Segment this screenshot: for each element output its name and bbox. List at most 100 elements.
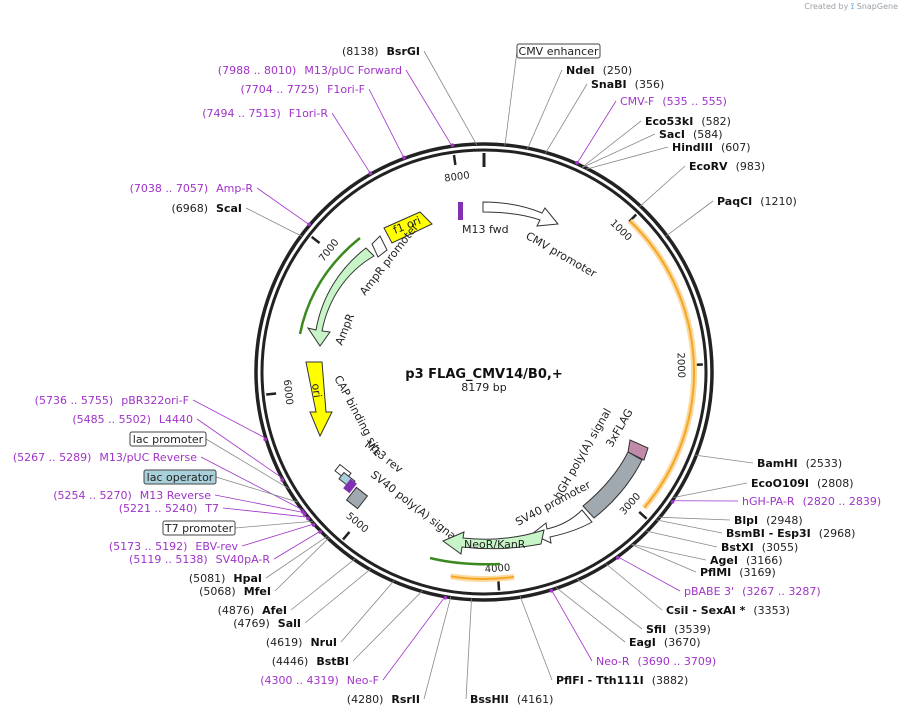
site-label-18[interactable]: CsiI - SexAI *(3353) bbox=[666, 604, 790, 617]
cmv-enhancer-label[interactable]: CMV enhancer bbox=[504, 43, 601, 147]
primer-name: M13/pUC Forward bbox=[304, 64, 402, 77]
feature-m13-fwd[interactable]: M13 fwd bbox=[458, 202, 509, 236]
primer-mark-33 bbox=[311, 523, 316, 527]
enzyme-position: (4619) bbox=[266, 636, 303, 649]
site-label-10[interactable]: EcoO109I(2808) bbox=[751, 477, 854, 490]
site-label-0[interactable]: (8138)BsrGI bbox=[342, 45, 420, 58]
cmv-enhancer-label-text: CMV enhancer bbox=[519, 45, 599, 58]
site-label-11[interactable]: hGH-PA-R(2820 .. 2839) bbox=[742, 495, 881, 508]
site-label-14[interactable]: BstXI (3055) bbox=[721, 541, 798, 554]
leader-15 bbox=[631, 543, 707, 561]
site-label-37[interactable]: (5485 .. 5502)L4440 bbox=[72, 413, 193, 426]
primer-mark-21 bbox=[549, 589, 554, 593]
site-label-41[interactable]: (7494 .. 7513)F1ori-R bbox=[202, 107, 328, 120]
enzyme-name: NdeI bbox=[566, 64, 595, 77]
leader-20 bbox=[555, 587, 626, 643]
feature-sv40-promoter[interactable]: SV40 promoter bbox=[513, 478, 593, 544]
site-label-22[interactable]: PflFI - Tth111I(3882) bbox=[556, 674, 688, 687]
lac-promoter-label[interactable]: lac promoter bbox=[129, 431, 290, 490]
site-label-13[interactable]: BsmBI - Esp3I(2968) bbox=[726, 527, 855, 540]
site-label-6[interactable]: HindIII(607) bbox=[672, 141, 751, 154]
site-label-21[interactable]: Neo-R(3690 .. 3709) bbox=[596, 655, 716, 668]
site-label-35[interactable]: (5254 .. 5270)M13 Reverse bbox=[53, 489, 211, 502]
site-label-17[interactable]: pBABE 3'(3267 .. 3287) bbox=[684, 585, 821, 598]
leader-26 bbox=[352, 590, 423, 662]
site-label-2[interactable]: SnaBI(356) bbox=[591, 78, 664, 91]
enzyme-name: ScaI bbox=[216, 202, 242, 215]
site-label-16[interactable]: PflMI (3169) bbox=[700, 566, 776, 579]
site-label-32[interactable]: (5119 .. 5138)SV40pA-R bbox=[129, 553, 270, 566]
primer-mark-3 bbox=[575, 160, 579, 165]
enzyme-position: (582) bbox=[701, 115, 731, 128]
enzyme-name: PflMI bbox=[700, 566, 731, 579]
site-label-20[interactable]: EagI(3670) bbox=[629, 636, 700, 649]
primer-position: (5267 .. 5289) bbox=[13, 451, 92, 464]
primer-name: L4440 bbox=[159, 413, 193, 426]
feature-ampr[interactable]: AmpR bbox=[306, 247, 375, 347]
site-label-9[interactable]: BamHI(2533) bbox=[757, 457, 842, 470]
site-label-31[interactable]: (5081) HpaI bbox=[189, 572, 262, 585]
neor-kanr-label: NeoR/KanR bbox=[464, 538, 526, 551]
enzyme-name: AfeI bbox=[262, 604, 287, 617]
enzyme-position: (250) bbox=[603, 64, 633, 77]
site-label-27[interactable]: (4619)NruI bbox=[266, 636, 337, 649]
site-label-40[interactable]: (7038 .. 7057)Amp-R bbox=[130, 182, 254, 195]
primer-position: (7704 .. 7725) bbox=[241, 83, 320, 96]
cmv-enhancer-label-leader bbox=[504, 50, 518, 147]
enzyme-name: HpaI bbox=[233, 572, 262, 585]
plasmid-name: p3 FLAG_CMV14/B0,+ bbox=[405, 367, 562, 382]
site-label-3[interactable]: CMV-F(535 .. 555) bbox=[620, 95, 727, 108]
m13-rev-label: M13 rev bbox=[362, 438, 405, 476]
site-label-24[interactable]: (4280)RsrII bbox=[347, 693, 420, 706]
leader-25 bbox=[382, 595, 447, 681]
site-label-1[interactable]: NdeI (250) bbox=[566, 64, 632, 77]
feature-lac-elements[interactable]: M13 rev SV40 poly(A) signal bbox=[334, 438, 461, 544]
site-label-43[interactable]: (7988 .. 8010)M13/pUC Forward bbox=[218, 64, 402, 77]
enzyme-position: (8138) bbox=[342, 45, 379, 58]
f1-ori-arrow bbox=[383, 211, 433, 244]
t7-promoter-label-leader bbox=[234, 520, 314, 529]
leader-2 bbox=[544, 83, 588, 154]
leader-37 bbox=[196, 418, 285, 480]
cmv-promoter-arrow bbox=[482, 201, 559, 227]
site-leaders bbox=[192, 50, 754, 700]
site-label-19[interactable]: SfiI(3539) bbox=[646, 623, 711, 636]
site-label-8[interactable]: PaqCI(1210) bbox=[717, 195, 797, 208]
site-label-28[interactable]: (4769)SalI bbox=[233, 617, 301, 630]
site-label-39[interactable]: (6968)ScaI bbox=[171, 202, 242, 215]
site-label-38[interactable]: (5736 .. 5755)pBR322ori-F bbox=[35, 394, 189, 407]
site-label-25[interactable]: (4300 .. 4319)Neo-F bbox=[260, 674, 379, 687]
site-label-23[interactable]: BssHII(4161) bbox=[470, 693, 553, 706]
feature-neor-kanr[interactable]: NeoR/KanR bbox=[441, 529, 545, 555]
t7-promoter-label[interactable]: T7 promoter bbox=[162, 520, 314, 536]
site-label-26[interactable]: (4446)BstBI bbox=[272, 655, 349, 668]
enzyme-position: (3055) bbox=[762, 541, 799, 554]
site-label-15[interactable]: AgeI(3166) bbox=[710, 554, 783, 567]
feature-cmv-promoter[interactable]: CMV promoter bbox=[482, 201, 599, 280]
enzyme-name: BstXI bbox=[721, 541, 754, 554]
leader-43 bbox=[405, 69, 454, 148]
enzyme-name: BamHI bbox=[757, 457, 798, 470]
site-label-12[interactable]: BlpI(2948) bbox=[734, 514, 803, 527]
site-label-34[interactable]: (5221 .. 5240)T7 bbox=[119, 502, 219, 515]
site-label-29[interactable]: (4876)AfeI bbox=[218, 604, 287, 617]
site-label-4[interactable]: Eco53kI(582) bbox=[645, 115, 731, 128]
leader-27 bbox=[340, 580, 395, 643]
site-label-30[interactable]: (5068)MfeI bbox=[199, 585, 271, 598]
enzyme-position: (5081) bbox=[189, 572, 226, 585]
enzyme-position: (3169) bbox=[739, 566, 776, 579]
primer-name: Neo-F bbox=[347, 674, 379, 687]
feature-ori[interactable]: ori bbox=[305, 361, 333, 438]
lac-operator-label[interactable]: lac operator bbox=[143, 469, 299, 503]
sv40-polya-left-box bbox=[345, 486, 369, 510]
site-label-33[interactable]: (5173 .. 5192)EBV-rev bbox=[109, 540, 239, 553]
site-label-5[interactable]: SacI(584) bbox=[659, 128, 723, 141]
leader-3 bbox=[575, 100, 617, 165]
site-label-36[interactable]: (5267 .. 5289)M13/pUC Reverse bbox=[13, 451, 197, 464]
lac-promoter-label-text: lac promoter bbox=[133, 433, 204, 446]
snapgene-logo-icon: ⟟ bbox=[850, 2, 855, 12]
site-label-42[interactable]: (7704 .. 7725)F1ori-F bbox=[241, 83, 366, 96]
leader-31 bbox=[265, 535, 328, 579]
enzyme-position: (2968) bbox=[819, 527, 856, 540]
site-label-7[interactable]: EcoRV(983) bbox=[689, 160, 765, 173]
